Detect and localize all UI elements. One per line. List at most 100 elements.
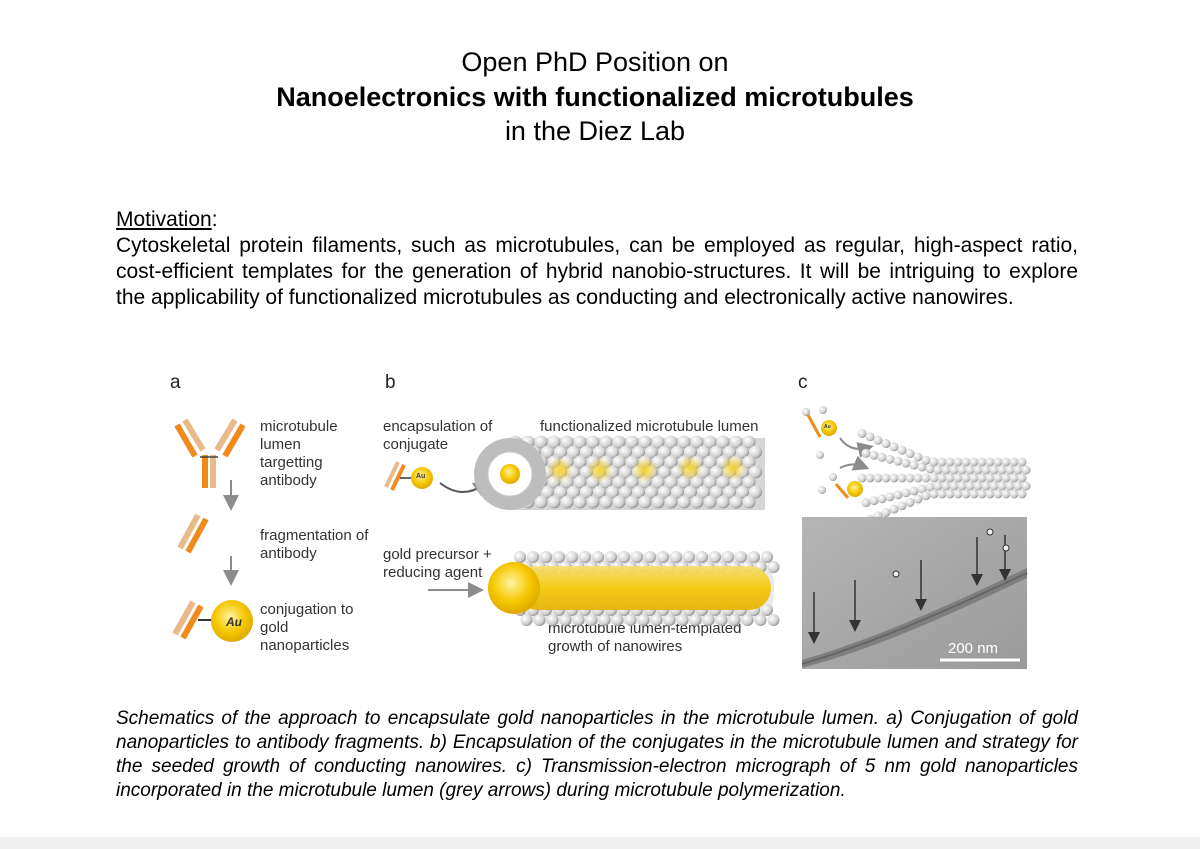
tubulin-subunit — [599, 495, 613, 509]
tubulin-subunit — [554, 445, 567, 459]
tubulin-subunit — [905, 473, 915, 483]
tubulin-subunit — [534, 435, 548, 449]
tubulin-subunit — [925, 482, 935, 492]
tubulin-subunit — [977, 473, 987, 483]
tubulin-subunit — [710, 445, 723, 459]
tubulin-subunit — [677, 495, 691, 509]
tubulin-subunit — [684, 445, 697, 459]
tubulin-subunit — [541, 445, 554, 459]
tubulin-subunit — [664, 495, 678, 509]
tubulin-subunit — [985, 457, 995, 467]
tubulin-subunit — [1021, 481, 1031, 491]
tubulin-subunit — [696, 551, 708, 563]
tubulin-subunit — [881, 439, 891, 449]
tubulin-subunit — [624, 614, 637, 626]
tubulin-subunit — [897, 501, 907, 511]
tubulin-subunit — [612, 435, 626, 449]
tubulin-subunit — [606, 485, 619, 499]
tubulin-subunit — [949, 481, 959, 491]
tubulin-subunit — [709, 551, 721, 563]
tubulin-subunit — [573, 435, 587, 449]
tubulin-subunit — [761, 604, 773, 616]
tubulin-subunit — [917, 462, 927, 472]
tubulin-subunit — [857, 473, 867, 483]
tubulin-subunit — [937, 473, 947, 483]
tubulin-subunit — [961, 473, 971, 483]
tubulin-subunit — [973, 465, 983, 475]
tubulin-subunit — [981, 481, 991, 491]
tubulin-subunit — [735, 551, 747, 563]
tubulin-subunit — [909, 460, 919, 470]
title-line-3: in the Diez Lab — [504, 116, 686, 146]
antibody-fragment-icon — [177, 513, 209, 554]
tubulin-subunit — [901, 488, 911, 498]
tubulin-subunit — [658, 485, 671, 499]
tubulin-subunit — [865, 473, 875, 483]
tubulin-subunit — [658, 445, 671, 459]
tubulin-subunit — [631, 551, 643, 563]
tubulin-subunit — [957, 481, 967, 491]
tubulin-subunit — [723, 485, 736, 499]
conjugate-icon — [384, 461, 433, 491]
tubulin-subunit — [865, 432, 875, 442]
tubulin-subunit — [945, 473, 955, 483]
tubulin-subunit — [893, 456, 903, 466]
conjugate-icon — [172, 600, 253, 642]
tubulin-subunit — [873, 473, 883, 483]
tubulin-subunit — [625, 495, 639, 509]
tubulin-subunit — [921, 491, 931, 501]
tubulin-subunit — [749, 445, 762, 459]
tubulin-subunit — [580, 445, 593, 459]
tubulin-subunit — [881, 507, 891, 517]
tubulin-subunit — [632, 485, 645, 499]
tubulin-subunit — [877, 494, 887, 504]
tubulin-subunit — [961, 489, 971, 499]
tubulin-subunit — [664, 435, 678, 449]
tubulin-subunit — [645, 445, 658, 459]
tubulin-subunit — [547, 495, 561, 509]
tubulin-subunit — [722, 551, 734, 563]
tubulin-subunit — [593, 445, 606, 459]
tubulin-subunit — [929, 489, 939, 499]
tubulin-subunit — [937, 457, 947, 467]
tubulin-subunit — [1009, 473, 1019, 483]
tubulin-subunit — [702, 614, 715, 626]
motivation-body: Cytoskeletal protein filaments, such as … — [116, 234, 1078, 309]
tubulin-subunit — [541, 485, 554, 499]
tubulin-subunit — [736, 445, 749, 459]
tubulin-subunit — [697, 445, 710, 459]
tubulin-subunit — [566, 551, 578, 563]
gold-label-b: Au — [416, 473, 426, 480]
tubulin-subunit — [625, 475, 639, 489]
tubulin-subunit — [885, 454, 895, 464]
tubulin-subunit — [586, 495, 600, 509]
tubulin-subunit — [933, 481, 943, 491]
tubulin-subunit — [997, 465, 1007, 475]
tubulin-subunit — [754, 614, 767, 626]
tubulin-subunit — [572, 614, 585, 626]
tubulin-subunit — [1021, 465, 1031, 475]
tubulin-subunit — [897, 445, 907, 455]
tubulin-subunit — [921, 473, 931, 483]
figure-caption: Schematics of the approach to encapsulat… — [116, 708, 1078, 801]
tubulin-subunit — [869, 496, 879, 506]
panel-b-label-precursor: gold precursor + reducing agent — [383, 546, 492, 581]
tubulin-subunit — [664, 455, 678, 469]
tubulin-subunit — [567, 445, 580, 459]
tubulin-subunit — [873, 435, 883, 445]
tubulin-subunit — [961, 457, 971, 467]
tubulin-subunit — [913, 473, 923, 483]
tubulin-subunit — [546, 614, 559, 626]
tubulin-subunit — [893, 490, 903, 500]
tubulin-subunit — [869, 450, 879, 460]
tubulin-subunit — [638, 435, 652, 449]
tubulin-subunit — [619, 445, 632, 459]
tubulin-subunit — [909, 486, 919, 496]
tubulin-subunit — [605, 551, 617, 563]
tubulin-subunit — [664, 475, 678, 489]
tubulin-subunit — [1001, 489, 1011, 499]
tubulin-subunit — [573, 495, 587, 509]
tubulin-subunit — [913, 494, 923, 504]
tubulin-subunit — [619, 465, 632, 479]
tubulin-subunit — [612, 475, 626, 489]
